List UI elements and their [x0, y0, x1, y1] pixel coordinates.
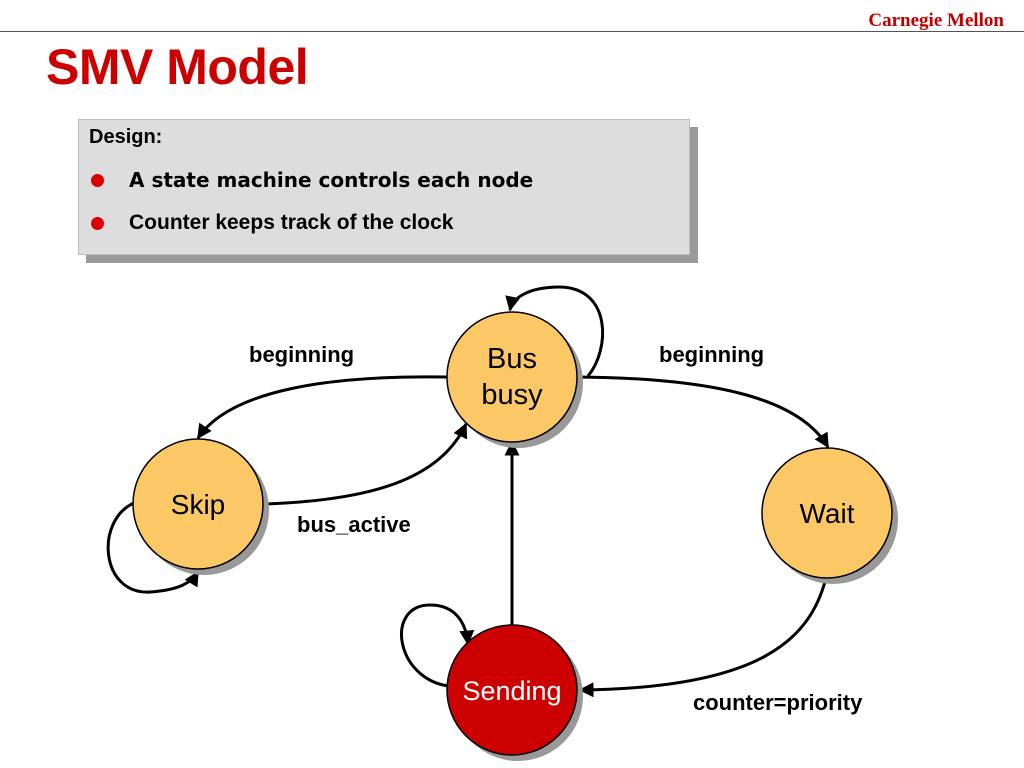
edge-busy-self-loop: [505, 285, 605, 377]
edge-busy-to-skip: [196, 375, 448, 440]
edge-busy-to-wait: [576, 375, 830, 449]
state-bus-busy: Bus busy: [446, 311, 578, 443]
skip-node: [132, 438, 264, 570]
wait-label: Wait: [800, 498, 855, 529]
brand-logo-text: Carnegie Mellon: [868, 10, 1004, 31]
state-wait: Wait: [761, 447, 893, 579]
bullet-text: A state machine controls each node: [129, 168, 534, 192]
state-skip: Skip: [132, 438, 264, 570]
edge-skip-self-loop: [106, 501, 200, 594]
sending-label: Sending: [462, 676, 561, 706]
bus-busy-label-line1: Bus: [487, 343, 537, 375]
transition-edges: [106, 285, 830, 698]
label-wait-to-sending: counter=priority: [693, 690, 863, 715]
design-box: Design: A state machine controls each no…: [78, 119, 690, 255]
edge-wait-to-sending: [578, 577, 828, 698]
label-busy-to-wait: beginning: [659, 342, 764, 367]
bullet-dot-icon: [91, 173, 104, 187]
label-skip-to-busy: bus_active: [297, 512, 411, 537]
slide-title: SMV Model: [46, 39, 309, 95]
label-busy-to-skip: beginning: [249, 342, 354, 367]
design-heading: Design:: [89, 126, 163, 148]
edge-sending-self-loop: [400, 603, 475, 688]
design-bullet-counter: Counter keeps track of the clock: [89, 211, 453, 235]
bus-busy-label-line2: busy: [481, 379, 543, 411]
bullet-dot-icon: [91, 216, 104, 230]
wait-node: [761, 447, 893, 579]
design-bullet-state-machine: A state machine controls each node: [89, 168, 533, 192]
transition-labels: beginning beginning bus_active counter=p…: [249, 342, 863, 715]
state-sending: Sending: [446, 624, 578, 756]
bullet-text: Counter keeps track of the clock: [129, 211, 454, 234]
header-rule: [0, 31, 1024, 32]
sending-node: [446, 624, 578, 756]
edge-skip-to-busy: [265, 422, 468, 506]
bus-busy-node: [446, 311, 578, 443]
skip-label: Skip: [171, 489, 225, 520]
